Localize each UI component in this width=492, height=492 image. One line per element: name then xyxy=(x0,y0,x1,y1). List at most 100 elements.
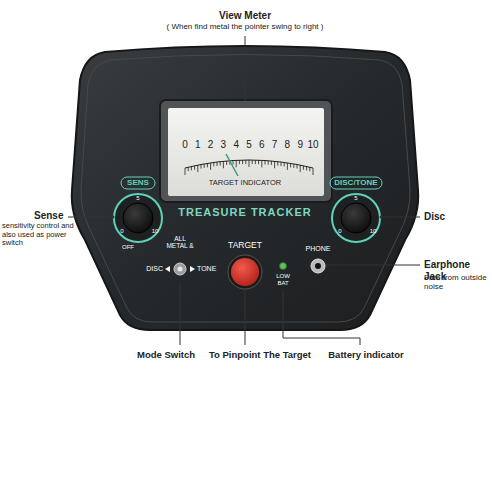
meter-tick xyxy=(220,162,221,166)
scale-number: 6 xyxy=(253,139,271,151)
meter-tick xyxy=(197,165,198,172)
scale-number: 8 xyxy=(278,139,296,151)
dial-number: 5 xyxy=(350,195,362,202)
button-rim xyxy=(228,255,262,289)
meter-tick xyxy=(271,161,272,165)
meter-window xyxy=(168,108,324,196)
leader-line xyxy=(245,290,246,345)
meter-tick xyxy=(281,162,282,166)
meter-tick xyxy=(213,162,214,166)
scale-number: 7 xyxy=(266,139,284,151)
meter-tick xyxy=(249,160,250,167)
meter-tick xyxy=(309,167,310,171)
scale-number: 3 xyxy=(214,139,232,151)
sens-ring xyxy=(114,194,162,242)
meter-tick xyxy=(297,165,298,169)
sens-pill xyxy=(121,177,155,189)
meter-tick xyxy=(233,161,234,165)
callout-note: sensitivity control and also used as pow… xyxy=(2,222,84,248)
dial-number: 10 xyxy=(148,228,162,235)
meter-tick xyxy=(313,168,314,175)
scale-number: 5 xyxy=(240,139,258,151)
scale-number: 0 xyxy=(176,139,194,151)
meter-tick xyxy=(277,162,278,166)
switch-label: TONE xyxy=(197,265,227,273)
toggle-lever xyxy=(178,267,183,272)
meter-tick xyxy=(293,164,294,168)
meter-tick xyxy=(265,161,266,165)
scale-number: 10 xyxy=(304,139,322,151)
housing-bevel xyxy=(81,55,410,323)
arrow-left xyxy=(165,266,170,272)
meter-tick xyxy=(252,160,253,164)
callout-title: Disc xyxy=(424,211,484,223)
meter-tick xyxy=(194,166,195,170)
callout-title: Sense xyxy=(34,210,68,222)
leader-line xyxy=(381,217,420,218)
button-label: TARGET xyxy=(215,241,275,251)
disc-ring xyxy=(332,194,380,242)
meter-tick xyxy=(306,166,307,170)
switch-label: ALL METAL & xyxy=(166,235,194,250)
meter-tick xyxy=(245,160,246,164)
toggle-base xyxy=(174,263,186,275)
dial-number: 0 xyxy=(116,228,128,235)
meter-tick xyxy=(268,161,269,165)
meter-tick xyxy=(188,167,189,171)
switch-label: DISC xyxy=(133,265,163,273)
meter-tick xyxy=(274,161,275,168)
scale-number: 4 xyxy=(227,139,245,151)
meter-tick xyxy=(255,160,256,164)
disc-pill xyxy=(330,177,382,189)
meter-tick xyxy=(204,164,205,168)
callout-title: To Pinpoint The Target xyxy=(200,350,320,361)
leader-line xyxy=(245,36,246,101)
meter-tick xyxy=(217,162,218,166)
dial-number: 5 xyxy=(132,195,144,202)
dial-number: 10 xyxy=(366,228,380,235)
callout-note: Free from outside noise xyxy=(424,273,490,291)
meter-tick xyxy=(236,160,237,167)
jack-ring xyxy=(311,259,325,273)
meter-tick xyxy=(300,165,301,172)
brand-name: TREASURE TRACKER xyxy=(172,206,318,219)
dial-number: 0 xyxy=(334,228,346,235)
meter-tick xyxy=(261,160,262,167)
meter-ticks xyxy=(185,160,313,175)
knob-label: DISC/TONE xyxy=(330,178,382,187)
leader-line xyxy=(68,217,113,218)
meter-tick xyxy=(207,163,208,167)
meter-tick xyxy=(226,161,227,165)
disc-knob xyxy=(341,203,371,233)
callout-note: ( When find metal the pointer swing to r… xyxy=(110,22,380,31)
meter-frame xyxy=(160,100,332,202)
led-label: LOW BAT xyxy=(272,273,294,287)
meter-tick xyxy=(223,161,224,168)
jack-label: PHONE xyxy=(298,245,338,253)
target-button xyxy=(231,258,259,286)
jack-hole xyxy=(315,263,321,269)
meter-tick xyxy=(210,163,211,170)
leader-dot xyxy=(112,216,115,219)
meter-tick xyxy=(258,160,259,164)
meter-tick xyxy=(287,163,288,170)
scale-number: 1 xyxy=(189,139,207,151)
meter-label: TARGET INDICATOR xyxy=(190,179,300,188)
callout-title: Mode Switch xyxy=(126,350,206,361)
meter-needle xyxy=(226,154,238,176)
scale-number: 9 xyxy=(291,139,309,151)
knob-label: SENS xyxy=(121,178,155,187)
meter-tick xyxy=(290,163,291,167)
leader-line xyxy=(326,265,420,266)
meter-tick xyxy=(201,165,202,169)
callout-title: Battery indicator xyxy=(320,350,412,361)
leader-dot xyxy=(380,216,383,219)
callout-title: View Meter xyxy=(170,10,320,22)
leader-line xyxy=(283,290,360,345)
meter-tick xyxy=(191,166,192,170)
arrow-right xyxy=(190,266,195,272)
meter-scale xyxy=(185,160,313,168)
battery-led xyxy=(280,263,287,270)
dial-number: OFF xyxy=(116,244,140,251)
